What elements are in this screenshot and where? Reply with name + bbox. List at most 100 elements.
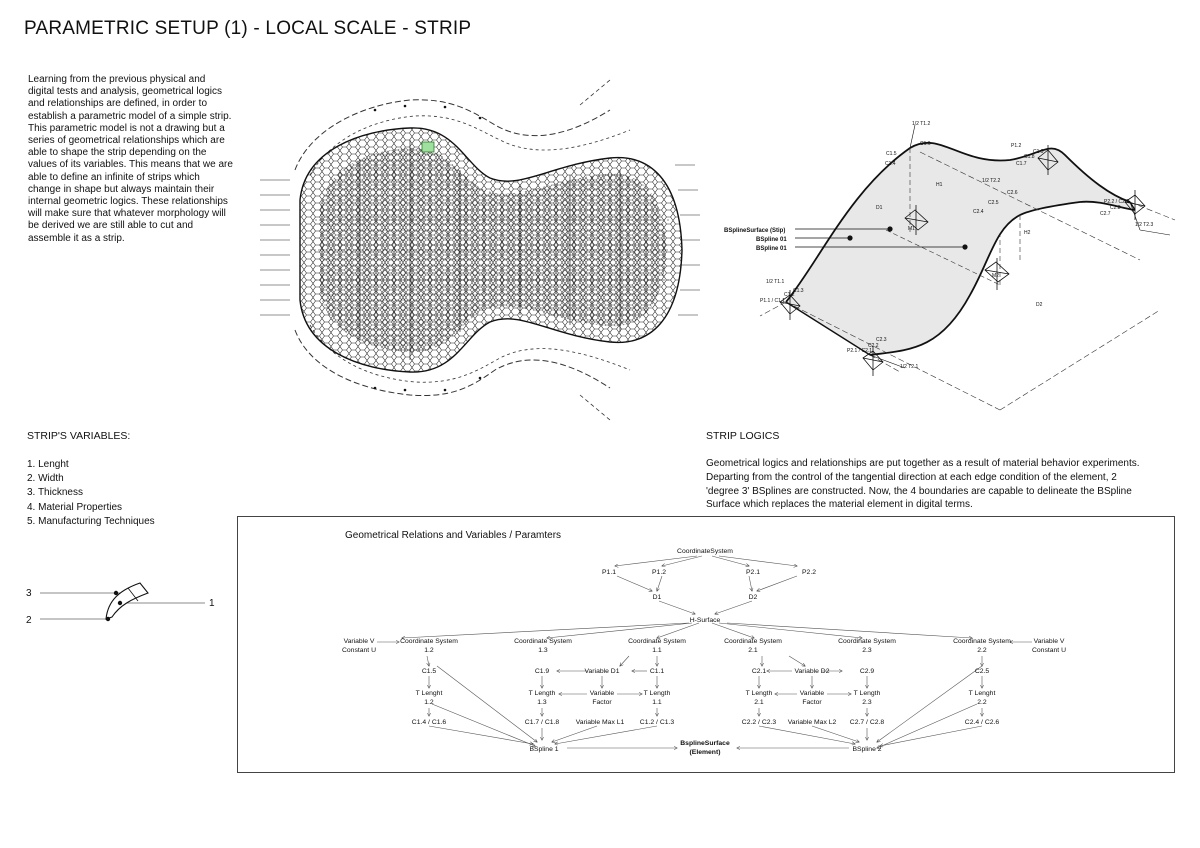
diagram-title: Geometrical Relations and Variables / Pa… (345, 530, 562, 541)
node-variable-v-right: Variable V (1034, 638, 1065, 645)
node-variable-max-l1: Variable Max L1 (576, 719, 625, 726)
node-c15: C1.5 (422, 668, 437, 675)
label-p21: P2.1 / C2.1 (847, 348, 872, 354)
label-c14: C1.4 (885, 161, 896, 167)
node-c24-c26: C2.4 / C2.6 (965, 719, 1000, 726)
node-p22: P2.2 (802, 569, 816, 576)
label-p22: P2.2 / C2.9 (1104, 199, 1129, 205)
node-c19: C1.9 (535, 668, 550, 675)
node-tl22: T Lenght (969, 690, 996, 697)
list-item: 5. Manufacturing Techniques (27, 515, 155, 527)
node-bspline-surface: BsplineSurface (680, 740, 730, 747)
node-variable-factor-2: Variable (800, 690, 825, 697)
label-c15: C1.5 (886, 151, 897, 157)
node-c22-c23: C2.2 / C2.3 (742, 719, 777, 726)
node-tl23-id: 2.3 (862, 699, 872, 706)
logics-paragraph: Geometrical logics and relationships are… (706, 458, 1140, 511)
strip-isometric-drawing: BSplineSurface (Stip) BSpline 01 BSpline… (724, 121, 1176, 411)
node-cs22-id: 2.2 (977, 647, 987, 654)
label-c19: C1.9 (1033, 149, 1044, 155)
label-m2: M2 (992, 273, 999, 279)
node-variable-d2: Variable D2 (794, 668, 829, 675)
node-variable-max-l2: Variable Max L2 (788, 719, 837, 726)
label-half-t22: 1/2 T2.2 (982, 178, 1000, 184)
logics-heading: STRIP LOGICS (706, 430, 780, 442)
node-p21: P2.1 (746, 569, 760, 576)
label-c12: C1.2 (784, 292, 795, 298)
label-c25: C2.5 (988, 200, 999, 206)
node-variable-factor-2b: Factor (802, 699, 822, 706)
node-tl11-id: 1.1 (652, 699, 662, 706)
label-h2: H2 (1024, 230, 1031, 236)
node-tl12: T Lenght (416, 690, 443, 697)
variables-list: 1. Lenght 2. Width 3. Thickness 4. Mater… (27, 458, 155, 529)
node-p11: P1.1 (602, 569, 616, 576)
node-tl13: T Length (529, 690, 556, 697)
label-p11: P1.1 / C1.1 (760, 298, 785, 304)
node-c11: C1.1 (650, 668, 665, 675)
label-c16: C1.6 (920, 141, 931, 147)
node-c12-c13: C1.2 / C1.3 (640, 719, 675, 726)
node-bspline-1: BSpline 1 (529, 746, 558, 753)
label-half-t21: 1/2 T2.1 (900, 364, 918, 370)
node-c14-c16: C1.4 / C1.6 (412, 719, 447, 726)
callout-bspline-b: BSpline 01 (756, 246, 787, 252)
node-tl13-id: 1.3 (537, 699, 547, 706)
label-c24: C2.4 (973, 209, 984, 215)
node-tl12-id: 1.2 (424, 699, 434, 706)
label-c13: C1.3 (793, 288, 804, 294)
label-half-t23: 1/2 T2.3 (1135, 222, 1153, 228)
node-tl11: T Length (644, 690, 671, 697)
callout-bspline-a: BSpline 01 (756, 237, 787, 243)
list-item: 2. Width (27, 473, 64, 485)
node-c21: C2.1 (752, 668, 767, 675)
sketch-label-2: 2 (26, 615, 32, 626)
page-title: PARAMETRIC SETUP (1) - LOCAL SCALE - STR… (24, 18, 472, 39)
node-c27-c28: C2.7 / C2.8 (850, 719, 885, 726)
node-tl21: T Length (746, 690, 773, 697)
node-c25: C2.5 (975, 668, 990, 675)
variables-heading: STRIP'S VARIABLES: (27, 430, 131, 442)
sketch-label-1: 1 (209, 598, 215, 609)
node-cs13: Coordinate System (514, 638, 572, 645)
label-h1: H1 (936, 182, 943, 188)
node-h-surface: H-Surface (690, 617, 721, 624)
node-bspline-2: BSpline 2 (852, 746, 881, 753)
label-c18: C1.8 (1024, 154, 1035, 160)
label-c27: C2.7 (1100, 211, 1111, 217)
intro-paragraph: Learning from the previous physical and … (28, 74, 233, 244)
node-d1: D1 (653, 594, 662, 601)
label-p12: P1.2 (1011, 143, 1022, 149)
node-tl22-id: 2.2 (977, 699, 987, 706)
node-c17-c18: C1.7 / C1.8 (525, 719, 560, 726)
node-cs23: Coordinate System (838, 638, 896, 645)
node-bspline-surface-sub: (Element) (690, 749, 721, 756)
label-m1: M1 (908, 226, 915, 232)
sketch-label-3: 3 (26, 588, 32, 599)
node-coordinate-system: CoordinateSystem (677, 548, 733, 555)
list-item: 3. Thickness (27, 487, 83, 499)
label-c26: C2.6 (1007, 190, 1018, 196)
node-p12: P1.2 (652, 569, 666, 576)
label-c28: C2.8 (1110, 205, 1121, 211)
strip-section-sketch: 3 2 1 (26, 582, 215, 626)
node-cs21-id: 2.1 (748, 647, 758, 654)
node-cs23-id: 2.3 (862, 647, 872, 654)
label-c23: C2.3 (876, 337, 887, 343)
node-cs12: Coordinate System (400, 638, 458, 645)
node-cs11: Coordinate System (628, 638, 686, 645)
node-constant-u-left: Constant U (342, 647, 376, 654)
label-d2: D2 (1036, 302, 1043, 308)
relations-flowchart: CoordinateSystem P1.1 P1.2 P2.1 P2.2 D1 … (342, 548, 1066, 756)
label-half-t12: 1/2 T1.2 (912, 121, 930, 127)
node-cs21: Coordinate System (724, 638, 782, 645)
list-item: 1. Lenght (27, 459, 69, 470)
node-cs12-id: 1.2 (424, 647, 434, 654)
label-half-t11: 1/2 T1.1 (766, 279, 784, 285)
callout-bsplinesurface: BSplineSurface (Stip) (724, 228, 785, 234)
node-variable-factor-1b: Factor (592, 699, 612, 706)
node-tl23: T Length (854, 690, 881, 697)
label-d1: D1 (876, 205, 883, 211)
strip-mesh-plan-drawing (260, 79, 700, 421)
node-variable-factor-1: Variable (590, 690, 615, 697)
